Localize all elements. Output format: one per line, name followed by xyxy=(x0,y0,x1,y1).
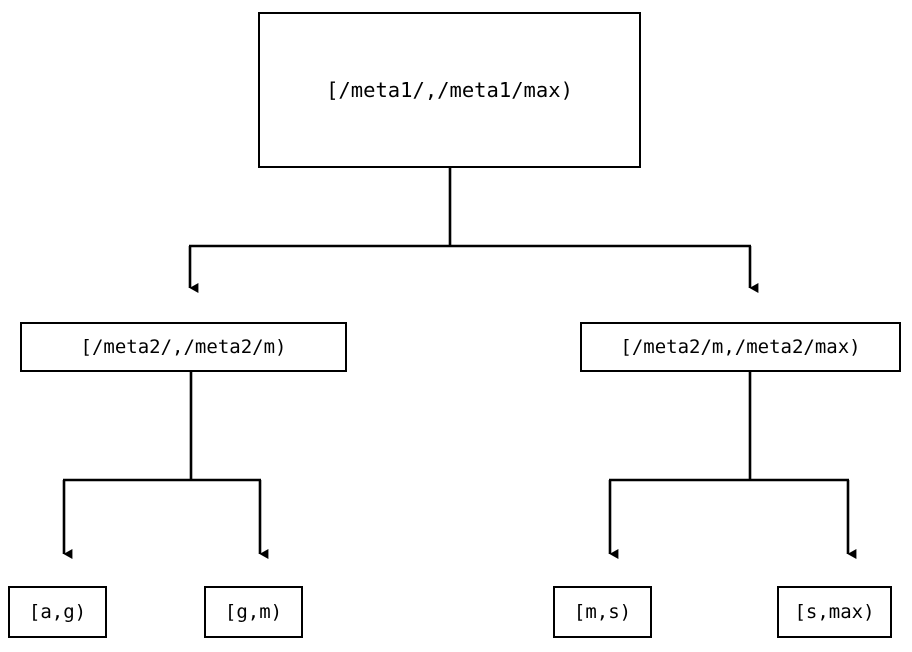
node-leaf-g-m-label: [g,m) xyxy=(224,600,283,623)
node-leaf-m-s[interactable]: [m,s) xyxy=(553,586,652,638)
node-leaf-a-g[interactable]: [a,g) xyxy=(8,586,107,638)
node-leaf-s-max-label: [s,max) xyxy=(794,600,875,623)
edge-meta2-upper-to-leaf-ms xyxy=(608,372,849,559)
node-meta2-lower-label: [/meta2/,/meta2/m) xyxy=(80,335,287,358)
node-meta2-upper[interactable]: [/meta2/m,/meta2/max) xyxy=(580,322,901,372)
node-root[interactable]: [/meta1/,/meta1/max) xyxy=(258,12,641,168)
edge-meta2-lower-to-leaf-ag xyxy=(62,372,261,559)
node-leaf-s-max[interactable]: [s,max) xyxy=(777,586,892,638)
node-meta2-lower[interactable]: [/meta2/,/meta2/m) xyxy=(20,322,347,372)
node-root-label: [/meta1/,/meta1/max) xyxy=(326,77,573,102)
node-meta2-upper-label: [/meta2/m,/meta2/max) xyxy=(620,335,861,358)
node-leaf-g-m[interactable]: [g,m) xyxy=(204,586,303,638)
node-leaf-a-g-label: [a,g) xyxy=(28,600,87,623)
node-leaf-m-s-label: [m,s) xyxy=(573,600,632,623)
edge-root-to-meta2-lower xyxy=(188,168,751,293)
